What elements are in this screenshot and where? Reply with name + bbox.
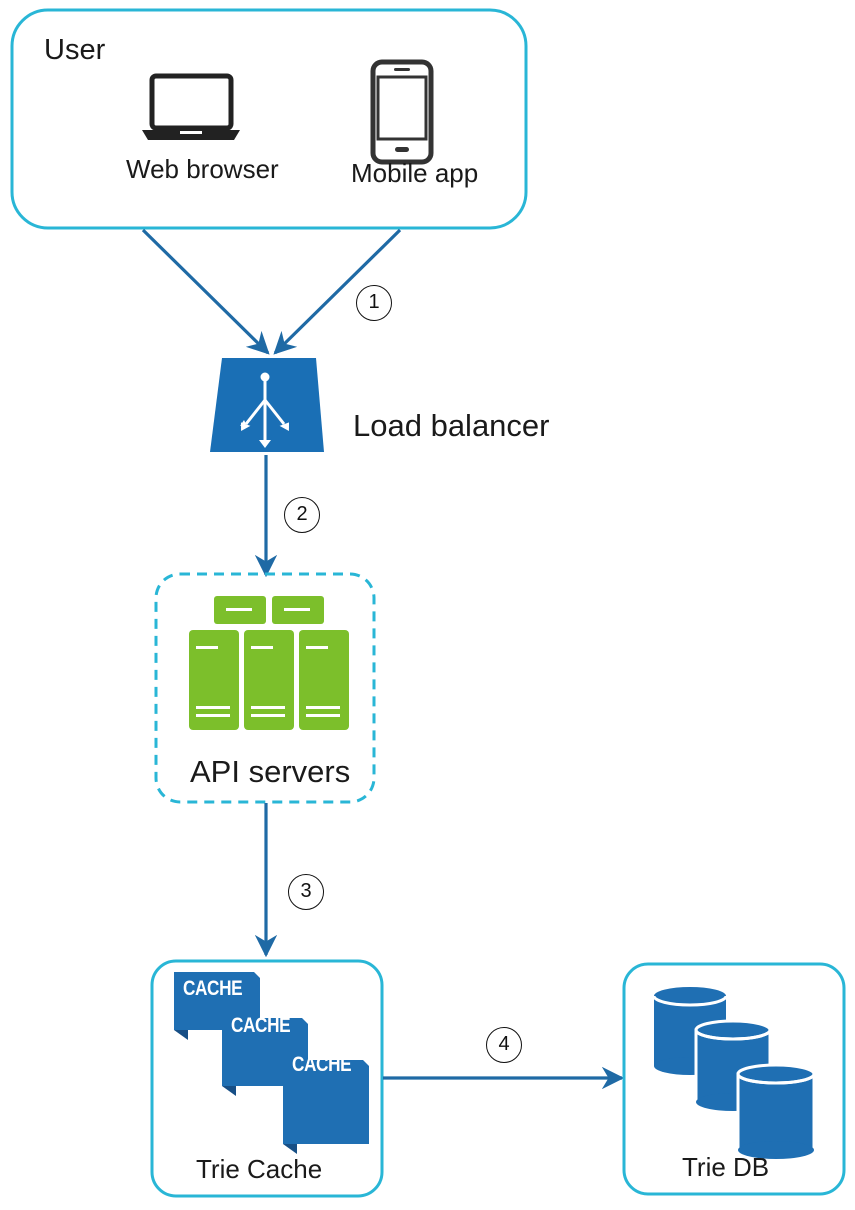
step-1-marker: 1 [356, 285, 392, 321]
step-2-marker: 2 [284, 497, 320, 533]
arrow-web-to-lb [141, 228, 270, 355]
api-servers-box [154, 572, 376, 804]
load-balancer-icon [210, 358, 324, 452]
step-3-marker: 3 [288, 874, 324, 910]
arrow-mobile-to-lb [273, 228, 402, 355]
cache-icon [174, 972, 369, 1154]
load-balancer-label: Load balancer [353, 408, 550, 443]
mobile-phone-icon [370, 59, 434, 165]
trie-cache-label: Trie Cache [196, 1154, 323, 1184]
web-browser-label: Web browser [126, 154, 279, 184]
cache-tag-3: CACHE [292, 1053, 352, 1076]
step-4-marker: 4 [486, 1027, 522, 1063]
server-rack-icon [189, 596, 349, 730]
trie-cache-box [150, 959, 384, 1198]
cache-tag-1: CACHE [183, 977, 243, 1000]
trie-db-label: Trie DB [682, 1152, 770, 1182]
user-title: User [44, 34, 106, 66]
laptop-icon [142, 73, 240, 140]
cache-tag-2: CACHE [231, 1014, 291, 1037]
api-servers-label: API servers [190, 754, 351, 789]
user-box [10, 8, 528, 230]
trie-db-box [622, 962, 846, 1196]
mobile-app-label: Mobile app [351, 158, 479, 188]
database-icon [652, 987, 816, 1159]
